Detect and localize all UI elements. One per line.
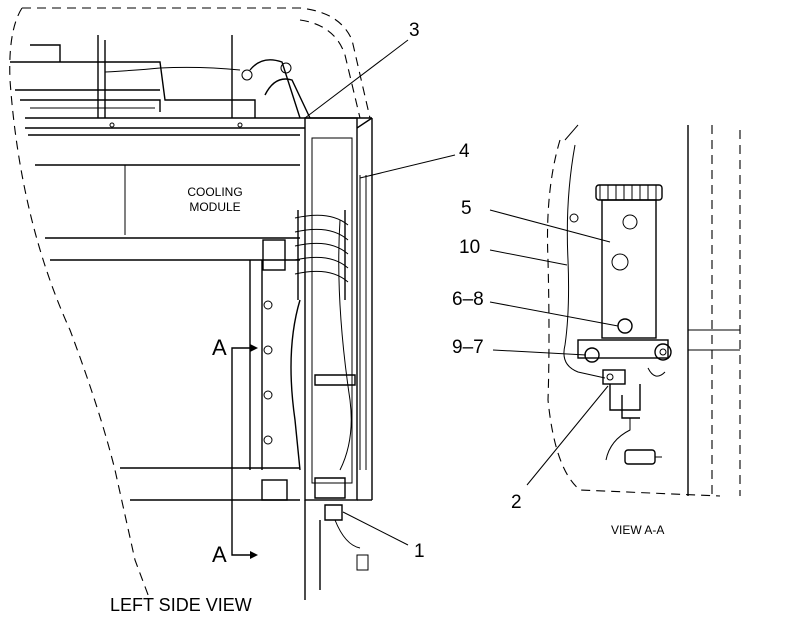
callout-1: 1 — [414, 541, 425, 562]
leader-3 — [304, 39, 409, 119]
view-a-a: 5 10 6–8 9–7 2 VIEW A-A — [452, 124, 741, 537]
leader-6-8 — [489, 301, 619, 327]
callout-6-8: 6–8 — [452, 289, 484, 310]
callout-2: 2 — [511, 492, 522, 513]
left-view-title: LEFT SIDE VIEW — [110, 595, 252, 615]
module-label-line2: MODULE — [189, 200, 240, 214]
callout-4: 4 — [459, 141, 470, 162]
leader-4 — [359, 154, 456, 179]
callout-9-7: 9–7 — [452, 337, 484, 358]
section-marker-bottom: A — [212, 542, 227, 567]
leader-5 — [489, 209, 611, 243]
callout-10: 10 — [459, 237, 480, 258]
section-marker-top: A — [212, 335, 227, 360]
callout-5: 5 — [461, 198, 472, 219]
callout-3: 3 — [409, 20, 420, 41]
leader-2 — [526, 385, 609, 486]
module-label-line1: COOLING — [187, 185, 242, 199]
leader-10 — [489, 249, 568, 266]
leader-9-7 — [492, 349, 587, 356]
leader-1 — [342, 511, 409, 546]
left-side-view: A A COOLING MODULE 3 4 1 LEFT SIDE VIEW — [9, 7, 470, 615]
right-view-title: VIEW A-A — [611, 523, 664, 537]
